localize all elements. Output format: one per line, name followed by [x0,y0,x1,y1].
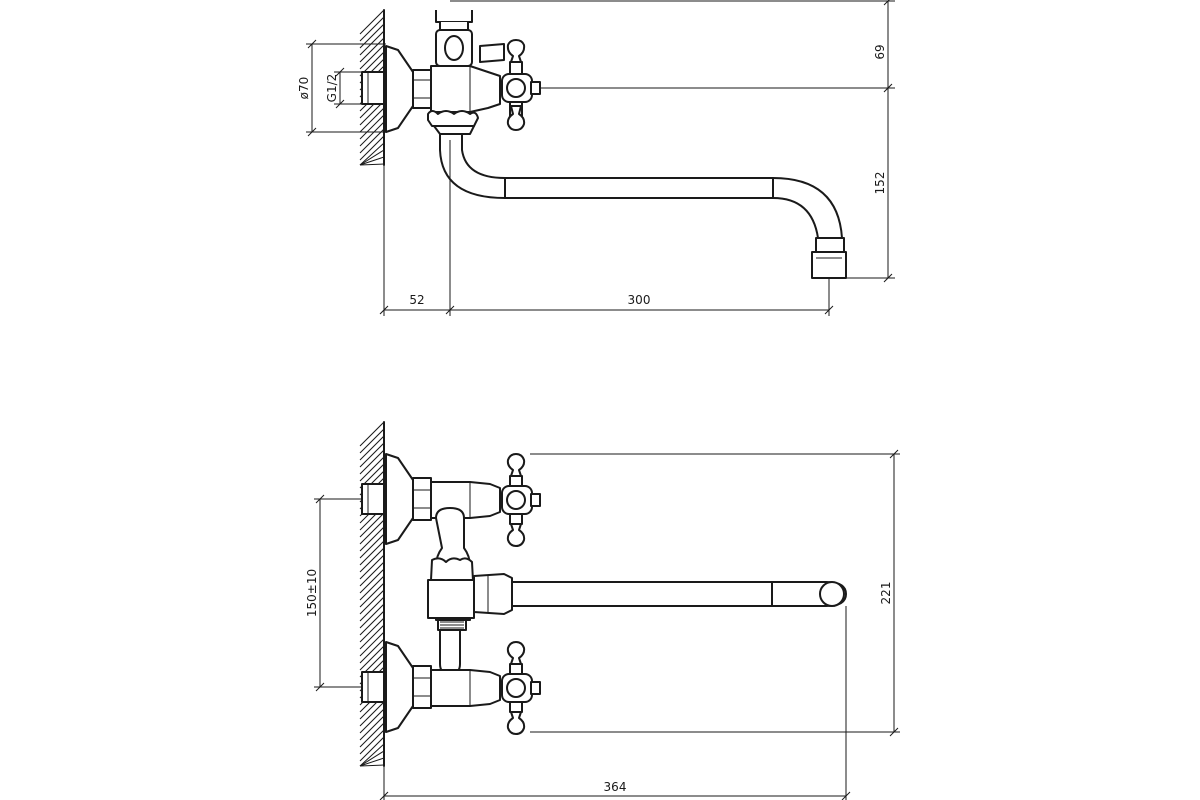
wall-hatch-line [359,596,385,622]
wall-hatch-line [359,107,385,133]
wall-hatch-line [359,645,385,671]
wall-hatch-line [359,764,385,767]
diverter-knob-plan [473,573,513,615]
wall-hatch-line [359,729,385,755]
mixer-body-vertical [427,507,475,675]
dim-total-height: 221 [879,582,893,605]
wall-hatch-line [359,624,385,650]
wall-hatch-line [359,582,385,608]
wall-connector-top [361,71,385,105]
wall-hatch-line [359,44,385,70]
wall-hatch-line [359,589,385,615]
wall-hatch-line [359,757,385,767]
wall-hatch-line [359,533,385,559]
spout-plan [511,581,847,607]
wall-hatch-line [359,114,385,140]
wall-hatch-line [359,743,385,767]
wall-hatch-line [359,128,385,154]
wall-hatch-line [359,561,385,587]
wall-hatch-line [359,610,385,636]
side-view: 69 152 ø70 G1/2 52 300 [297,0,895,316]
wall-hatch-line [359,435,385,461]
dim-total-width: 364 [604,780,627,794]
wall-hatch-line [359,750,385,767]
wall-hatch-line [359,715,385,741]
wall-hatch-line [359,631,385,657]
dim-center-distance: 150±10 [305,569,319,617]
wall-bottom [359,421,385,767]
wall-hatch-line [359,519,385,545]
dim-flange-diameter: ø70 [297,77,311,100]
wall-hatch-line [359,736,385,762]
dim-thread: G1/2 [325,74,339,103]
shower-holder-top [435,10,473,67]
dim-height-lower: 152 [873,172,887,195]
swivel-nut-top [427,110,479,135]
dimension-lines-top [306,0,895,316]
wall-hatch-line [359,554,385,580]
wall-hatch-line [359,526,385,552]
wall-hatch-line [359,163,385,166]
wall-hatch-line [359,547,385,573]
wall-hatch-line [359,540,385,566]
wall-hatch-line [359,156,385,166]
wall-hatch-line [359,16,385,42]
dimension-lines-plan [314,449,900,800]
wall-hatch-line [359,638,385,664]
wall-hatch-line [359,421,385,447]
dim-height-upper: 69 [873,44,887,59]
wall-hatch-line [359,708,385,734]
lower-inlet [361,641,501,733]
wall-hatch-line [359,722,385,748]
wall-hatch-line [359,603,385,629]
wall-hatch-line [359,701,385,727]
cross-handle-lower [501,641,541,735]
dim-spout-reach: 300 [628,293,651,307]
wall-hatch-line [359,149,385,166]
wall-hatch-line [359,575,385,601]
dim-offset: 52 [409,293,424,307]
cross-handle-top [501,39,541,131]
wall-hatch-line [359,9,385,35]
mixer-body-top [430,65,501,113]
diverter-knob-top [479,43,505,63]
wall-hatch-line [359,568,385,594]
wall-hatch-line [359,442,385,468]
wall-hatch-line [359,135,385,161]
upper-inlet [361,453,501,545]
wall-hatch-line [359,456,385,482]
wall-hatch-line [359,37,385,63]
cross-handle-upper [501,453,541,547]
flange-top [385,45,414,133]
wall-hatch-line [359,30,385,56]
wall-hatch-line [359,617,385,643]
body-nut-top [412,69,432,109]
wall-hatch-line [359,121,385,147]
spout-top [439,133,847,279]
wall-hatch-line [359,428,385,454]
plan-view: 150±10 221 364 [305,421,900,800]
wall-hatch-line [359,512,385,538]
wall-hatch-line [359,449,385,475]
wall-hatch-line [359,142,385,166]
